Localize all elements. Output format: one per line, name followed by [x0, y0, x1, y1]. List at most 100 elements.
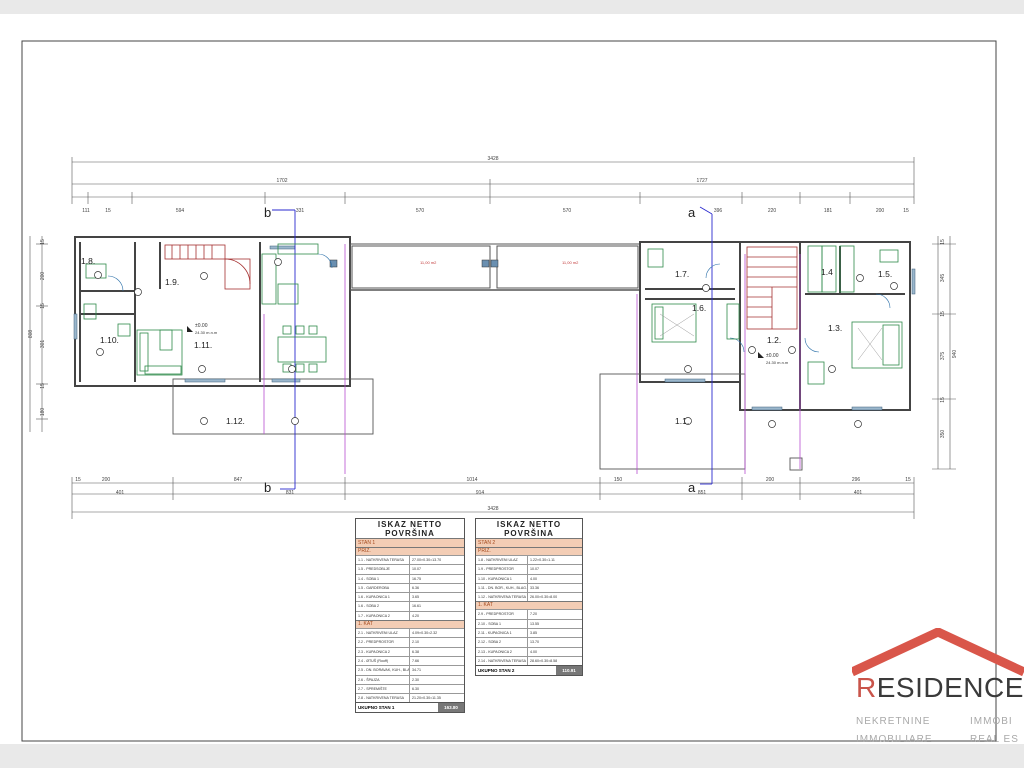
level-right-sub: 24.30 m.n.m	[766, 360, 789, 365]
logo-tagline: IMMOBI	[970, 716, 1013, 727]
table-stan-label: STAN 2	[476, 538, 582, 547]
area-table-stan-1: ISKAZ NETTO POVRŠINA STAN 1 PRIZ. 1.1 - …	[355, 518, 465, 714]
table-row: 2.3 - KUPAONICA 2 6.38	[356, 646, 464, 656]
table-row: 1.5 - PREDSOBLJE 10.07	[356, 564, 464, 574]
dim-text: 15	[40, 239, 46, 245]
row-value: 16.75	[409, 574, 464, 583]
dim-text: 301	[40, 340, 46, 349]
row-value: 26.00×0.30=8.00	[527, 593, 582, 602]
table-section: 1. KAT	[356, 620, 464, 629]
stairs-left	[164, 244, 251, 290]
dim-text: 15	[940, 311, 946, 317]
row-value: 2.30	[409, 675, 464, 684]
row-name: 1.5 - GARDEROBA	[358, 585, 390, 590]
dim-text: 296	[852, 477, 861, 483]
terrace-step	[789, 457, 803, 471]
row-value: 2.10	[409, 638, 464, 647]
table-total: UKUPNO STAN 2 110.91	[476, 665, 582, 676]
room-label: 1.9.	[165, 277, 179, 287]
row-name: 2.2 - PREDPROSTOR	[358, 640, 394, 645]
row-value: 6.38	[409, 647, 464, 656]
row-name: 1.9 - PREDPROSTOR	[478, 567, 514, 572]
table-rows: 1.8 - NATKRIVENI ULAZ 1.22×0.30=1.11 1.9 -…	[476, 555, 582, 602]
row-name: 2.3 - KUPAONICA 2	[358, 649, 390, 654]
row-name: 2.14 - NATKRIVENA TERASA	[478, 658, 526, 663]
table-row: 1.1 - NATKRIVENA TERASA 27.00×0.30=13.70	[356, 555, 464, 565]
dim-text: 15	[40, 383, 46, 389]
row-value: 21.20×0.30=11.35	[409, 694, 464, 703]
room-label: 1.3.	[828, 323, 842, 333]
residence-logo: RESIDENCE NEKRETNINE IMMOBI IMMOBILIARE …	[852, 628, 1024, 748]
row-name: 1.5 - PREDSOBLJE	[358, 567, 390, 572]
left-unit-walls	[74, 236, 351, 387]
dim-text: 808	[28, 330, 34, 339]
row-value: 1.22×0.30=1.11	[527, 556, 582, 565]
level-left-sub: 24.30 m.n.m	[195, 330, 218, 335]
row-name: 1.12 - NATKRIVENA TERASA	[478, 595, 526, 600]
dim-text: 15	[905, 477, 911, 483]
dim-text: 396	[714, 208, 723, 214]
row-value: 13.70	[527, 638, 582, 647]
dim-text: 15	[903, 208, 909, 214]
dim-text: 847	[234, 477, 243, 483]
row-name: 1.1 - NATKRIVENA TERASA	[358, 558, 405, 562]
row-name: 2.12 - SOBA 2	[478, 640, 501, 645]
room-labels: 1.8. 1.9. 1.10. 1.11. 1.12. 1.7. 1.6. 1.…	[81, 256, 892, 426]
section-mark-b-bottom: b	[264, 480, 271, 495]
dim-text: 831	[286, 490, 295, 496]
logo-wordmark: RESIDENCE	[856, 672, 1024, 704]
level-left: ±0.00	[195, 323, 208, 329]
dim-text: 345	[940, 274, 946, 283]
dim-text: 200	[766, 477, 775, 483]
level-right: ±0.00	[766, 353, 779, 359]
dim-text: 570	[563, 208, 572, 214]
table-row: 2.2 - PREDPROSTOR 2.10	[356, 637, 464, 647]
table-row: 1.5 - GARDEROBA 6.36	[356, 582, 464, 593]
row-value: 6.36	[409, 583, 464, 593]
row-value: 28.60×0.30=8.58	[527, 656, 582, 666]
table-section: 1. KAT	[476, 601, 582, 610]
row-name: 2.1 - NATKRIVENI ULAZ	[358, 631, 398, 636]
row-value: 27.00×0.30=13.70	[409, 556, 464, 565]
bottom-dimensions	[71, 477, 915, 519]
table-section: PRIZ.	[476, 547, 582, 555]
room-label: 1.6.	[692, 303, 706, 313]
row-value: 4.00	[527, 647, 582, 656]
row-value: 4.00	[527, 574, 582, 583]
dim-text: 350	[940, 430, 946, 439]
row-value: 10.07	[409, 565, 464, 574]
logo-tagline: IMMOBILIARE	[856, 734, 933, 745]
logo-rest: ESIDENCE	[876, 672, 1024, 703]
dim-bottom-row-2: 401 831 914 851 401	[116, 490, 863, 496]
total-label: UKUPNO STAN 2	[478, 668, 515, 674]
ceiling-lights	[94, 258, 898, 373]
row-value: 16.61	[409, 602, 464, 611]
dim-text: 200	[102, 477, 111, 483]
dim-overall-top: 3428	[487, 156, 498, 162]
total-value: 110.91	[556, 666, 582, 676]
terrace-area-right: 11,00 m2	[562, 260, 579, 265]
logo-tagline: NEKRETNINE	[856, 716, 931, 727]
column	[481, 259, 490, 268]
room-label: 1.7.	[675, 269, 689, 279]
row-name: 1.8 - NATKRIVENI ULAZ	[478, 558, 518, 562]
row-name: 2.6 - ŠPAJZA	[358, 677, 380, 682]
stairs-right	[746, 246, 798, 330]
row-value: 34.71	[409, 666, 464, 675]
section-mark-b-top: b	[264, 205, 271, 220]
